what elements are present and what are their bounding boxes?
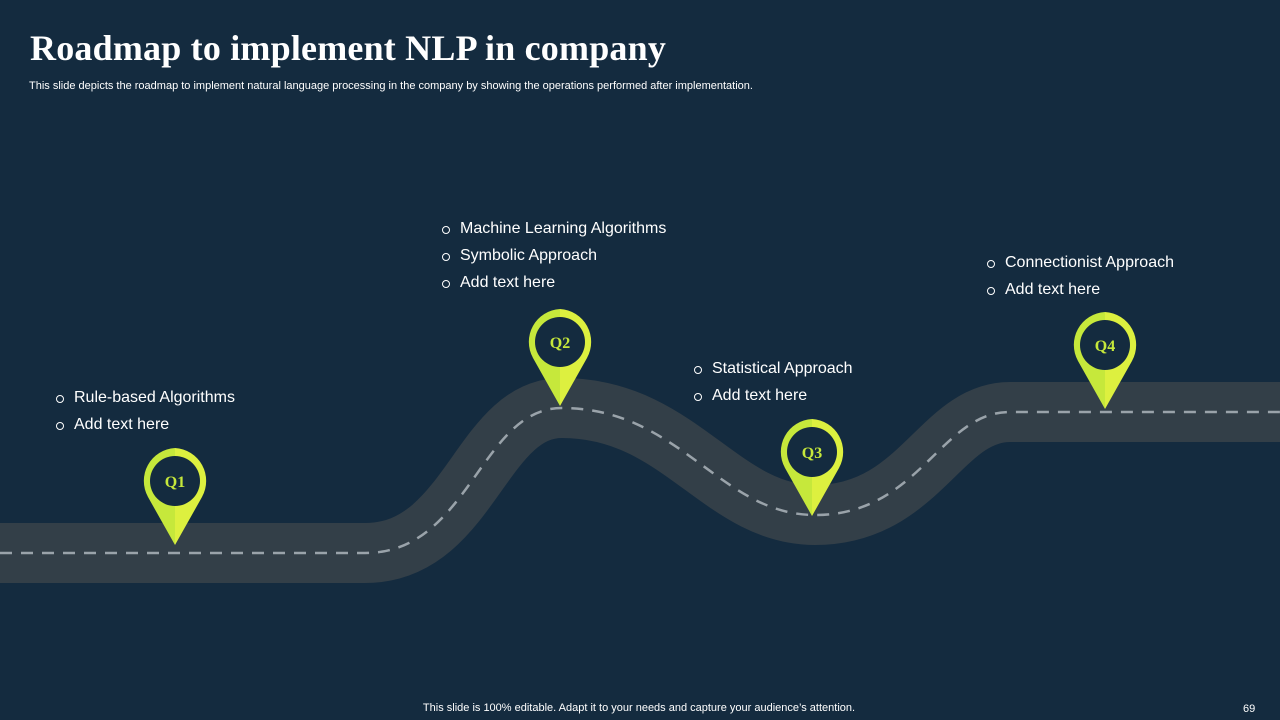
milestone-pin-q2: Q2 xyxy=(528,309,592,406)
page-number: 69 xyxy=(1243,703,1256,715)
milestone-pin-q1: Q1 xyxy=(143,448,207,545)
list-item: Add text here xyxy=(694,382,853,409)
footer-note: This slide is 100% editable. Adapt it to… xyxy=(422,702,856,714)
milestone-pin-q4: Q4 xyxy=(1073,312,1137,409)
list-item: Add text here xyxy=(442,269,666,296)
pin-label-q3: Q3 xyxy=(802,445,822,462)
list-item: Machine Learning Algorithms xyxy=(442,215,666,242)
pin-label-q2: Q2 xyxy=(550,335,570,352)
list-item: Symbolic Approach xyxy=(442,242,666,269)
list-item: Statistical Approach xyxy=(694,355,853,382)
slide-title: Roadmap to implement NLP in company xyxy=(30,28,667,68)
list-item: Rule-based Algorithms xyxy=(56,384,235,411)
milestone-list-q4: Connectionist Approach Add text here xyxy=(987,249,1174,303)
road-lane-marking xyxy=(0,406,1280,555)
list-item: Add text here xyxy=(56,411,235,438)
slide-subtitle: This slide depicts the roadmap to implem… xyxy=(29,80,753,92)
milestone-pin-q3: Q3 xyxy=(780,419,844,516)
list-item: Connectionist Approach xyxy=(987,249,1174,276)
pin-label-q4: Q4 xyxy=(1095,338,1115,355)
milestone-list-q3: Statistical Approach Add text here xyxy=(694,355,853,409)
pin-label-q1: Q1 xyxy=(165,474,185,491)
milestone-list-q1: Rule-based Algorithms Add text here xyxy=(56,384,235,438)
list-item: Add text here xyxy=(987,276,1174,303)
milestone-list-q2: Machine Learning Algorithms Symbolic App… xyxy=(442,215,666,296)
